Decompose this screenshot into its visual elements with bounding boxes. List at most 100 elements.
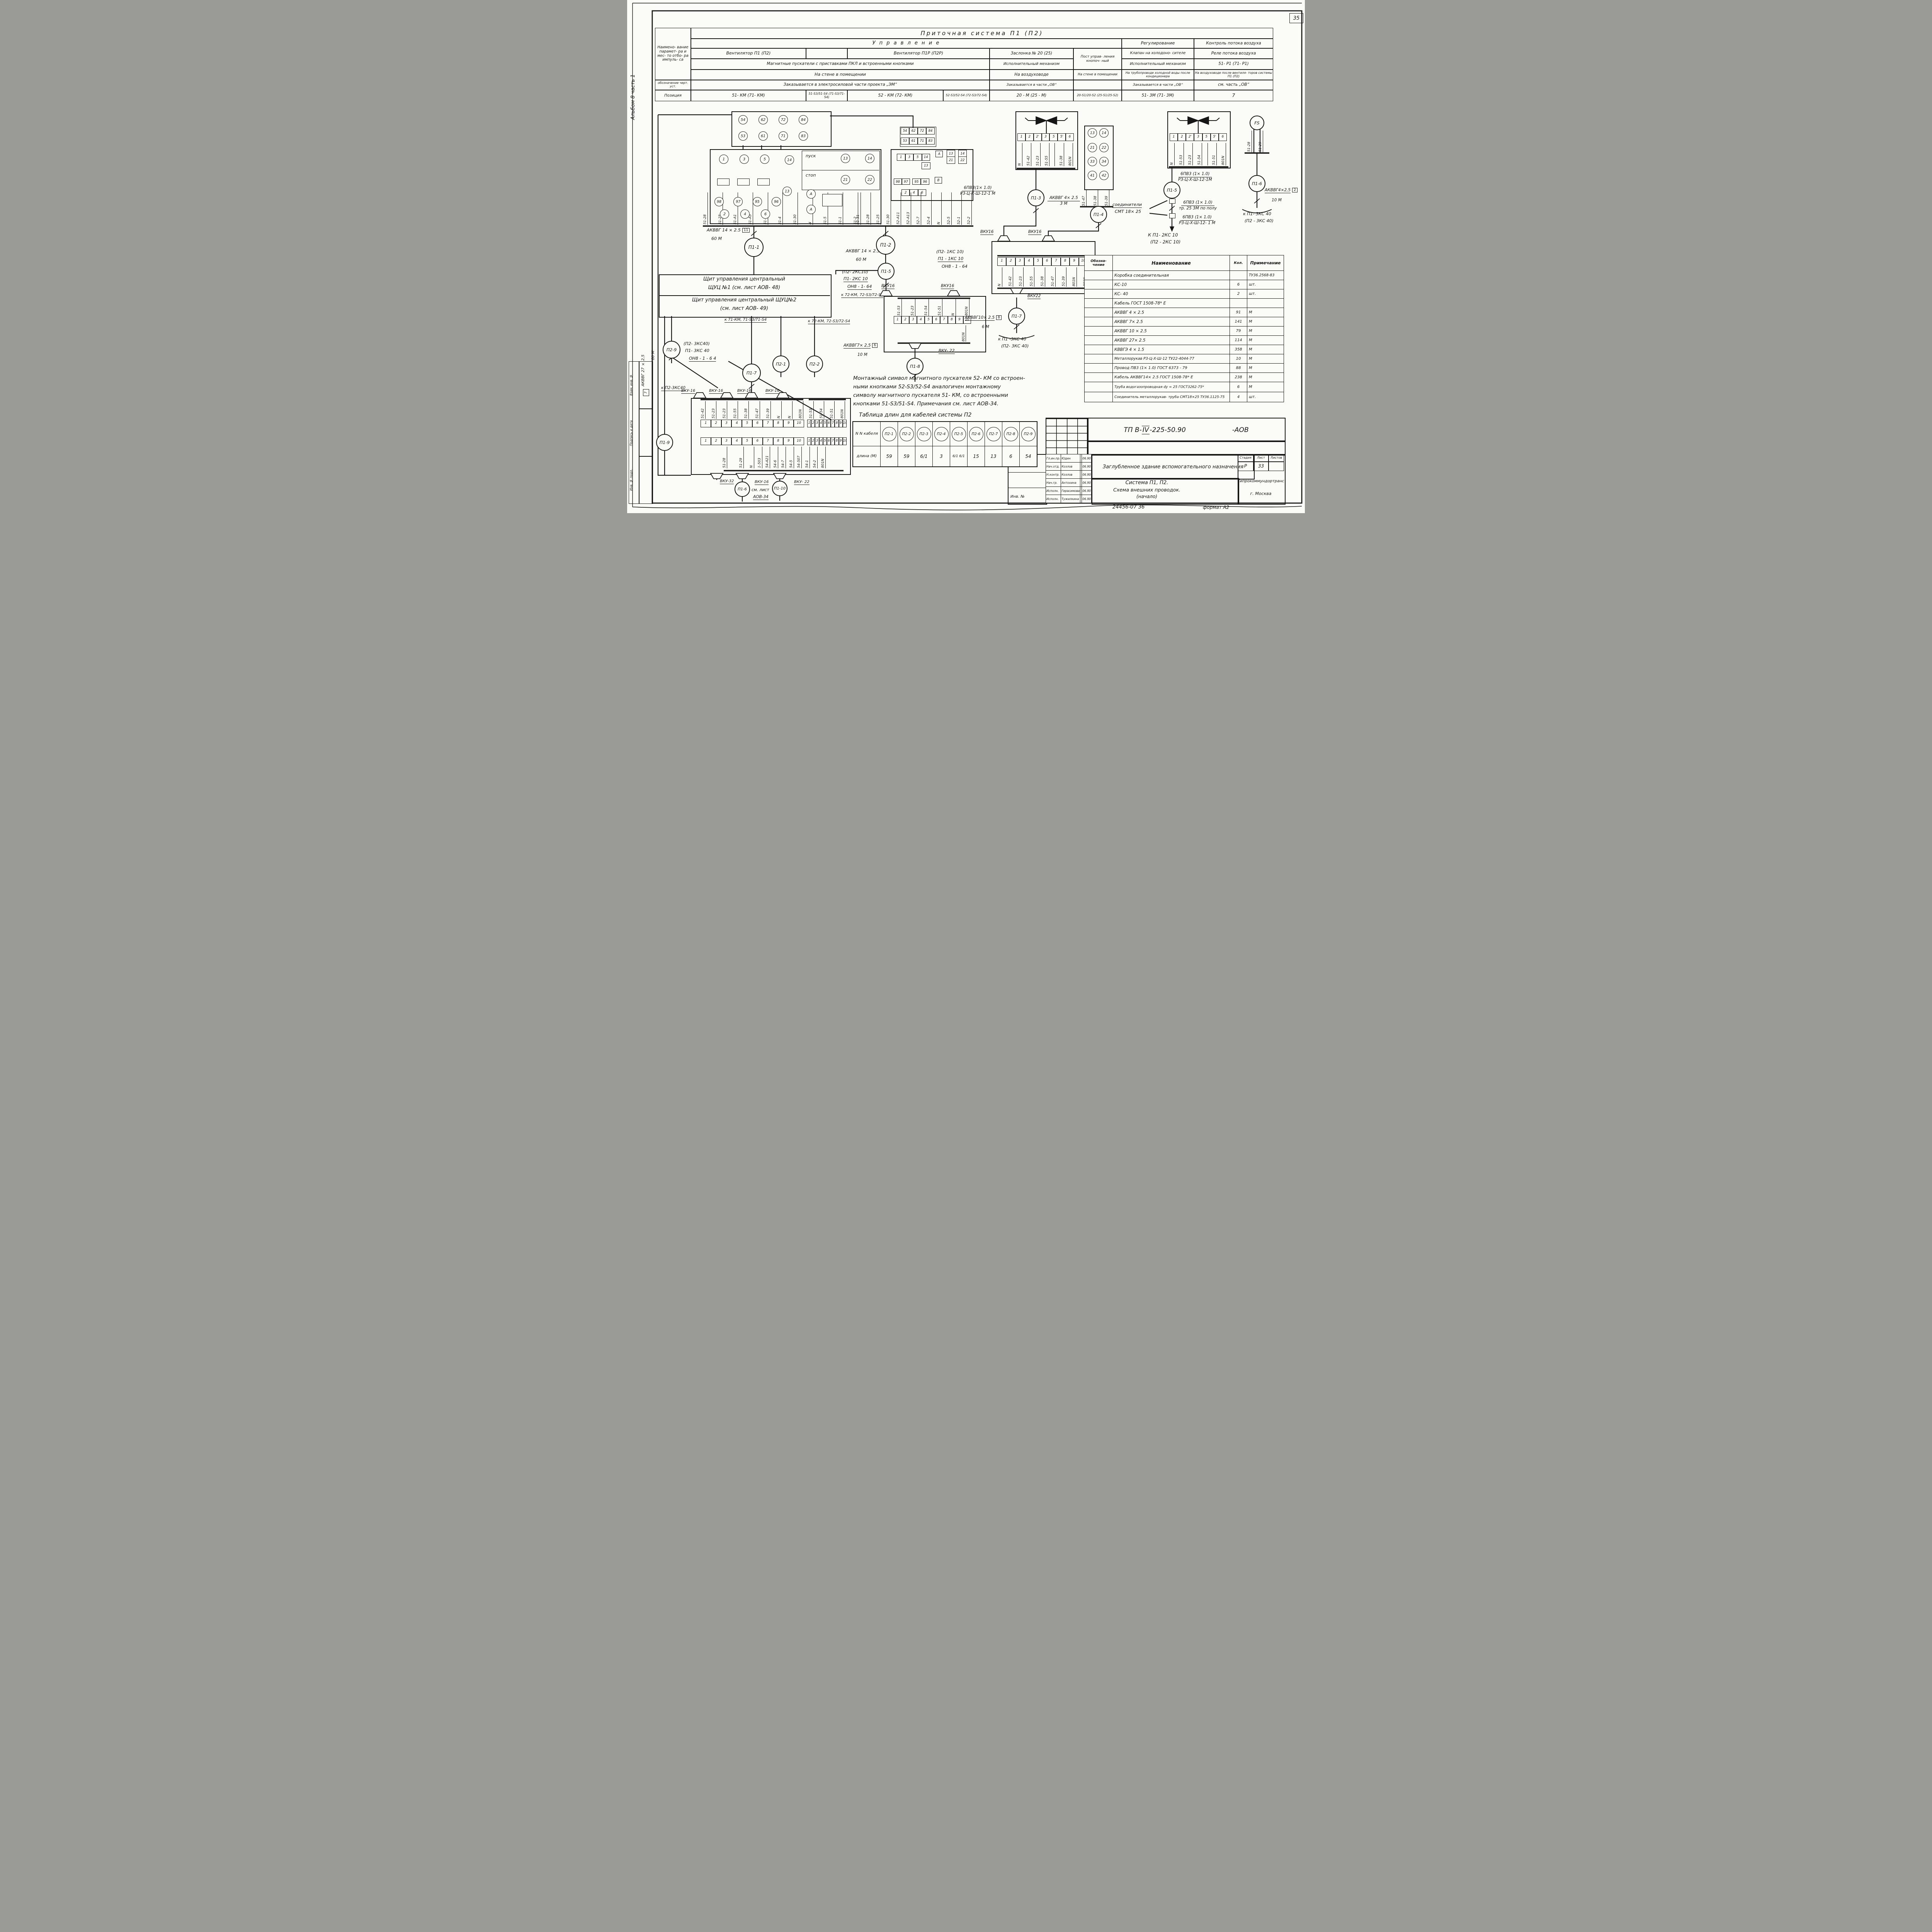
c1-kc1: (П2- 2КС10) — [842, 269, 868, 274]
stamp-podpis: Подпись и дата — [629, 420, 633, 446]
panel-line2: ЩУЦ №1 (см. лист АОВ- 48) — [708, 285, 781, 291]
mat-qty: 141 — [1230, 317, 1247, 327]
mat-note: М — [1247, 345, 1284, 354]
strip-terminal: 54 — [901, 128, 909, 134]
thermal-2 — [737, 179, 750, 185]
wire-label: 51-42 — [1009, 267, 1013, 287]
mat-qty: 88 — [1230, 363, 1247, 373]
sig-name: Герасимова — [1061, 486, 1081, 495]
node-p1-5-right: П1-5 — [1163, 182, 1180, 199]
c1-kc2-text: П1- 2КС 10 — [844, 276, 868, 282]
c2-cable-text: АКВВГ10× 2.5 — [965, 315, 995, 321]
valve-run3-top: 6ПВ3 (1× 1.0) — [1180, 215, 1214, 221]
terminal-cell: 9 — [956, 316, 963, 324]
cable-len-1: 59 — [881, 446, 898, 466]
panel-kc3-text: ОН8 - 1 - 6 4 — [689, 356, 716, 362]
mat-qty: 91 — [1230, 308, 1247, 317]
doc-empty-band — [1087, 440, 1286, 456]
terminal-cell: 7 — [831, 420, 835, 427]
sig-date: 06.90 — [1082, 486, 1092, 495]
terminal-cell: 1 — [1017, 133, 1026, 141]
pole-terminal: 4 — [740, 209, 750, 219]
panel-divider — [659, 295, 830, 296]
terminal-cell: 9 — [783, 437, 794, 445]
node-p1-7-mid: П1-7 — [1008, 308, 1025, 325]
mat-h4: Примечание — [1247, 255, 1284, 271]
aux-terminal: 95 — [752, 197, 762, 206]
aux-terminal: 96 — [771, 197, 781, 206]
node-p1-3: П1-3 — [1027, 189, 1044, 206]
cable-id: П2-9 — [1021, 427, 1036, 441]
wire-label — [1207, 143, 1208, 165]
cable-col-5: П2-5 — [950, 422, 968, 446]
wire-label: 51-51 — [1212, 143, 1217, 165]
valve-run3: 6ПВ3 (1× 1.0) Р3-Ц-Х-Ш-12- 1 М — [1179, 215, 1215, 226]
cable-51-ref: 11 — [742, 228, 750, 233]
mat-row: Соединитель металлорукав- труба СМТ18×25… — [1084, 392, 1284, 402]
album-label: Альбом 8 часть 1 — [630, 74, 636, 120]
terminal-cell: 3 — [815, 437, 819, 445]
wire-label: 54-5 — [789, 447, 794, 468]
stop-contact-21: 21 — [841, 175, 850, 184]
header-reg: Регулирование — [1122, 39, 1194, 48]
cable-table: N N кабеля П2-1 П2-2 П2-3 П2-4 П2-5 П2-6… — [852, 421, 1037, 467]
post-contact: 34 — [1099, 157, 1109, 166]
cable-id: П2-1 — [882, 427, 896, 441]
mat-note — [1247, 298, 1284, 308]
header-pos3: 52 - КМ (72- КМ) — [847, 90, 943, 101]
wire-label: 51-38 — [744, 401, 749, 419]
wire-label: 52-7 — [917, 192, 922, 225]
terminal-cell: 1 — [701, 420, 711, 427]
wire-label: 51-28 — [723, 447, 727, 468]
mat-qty: 79 — [1230, 326, 1247, 336]
boxb-vku16-text: ВКУ-16 — [755, 480, 769, 485]
strip-terminal: 3 — [905, 154, 913, 161]
cable-len-4: 3 — [933, 446, 950, 466]
panel-to71: к 71-КМ, 71-S3/71-S4 — [724, 318, 767, 323]
terminal-cell: 2 — [1025, 133, 1034, 141]
doc-roman: IV — [1141, 425, 1150, 434]
cable-id: П2-8 — [1003, 427, 1018, 441]
wire-label: 51-23 — [723, 401, 728, 419]
wire-label: 51-54 — [820, 401, 824, 419]
mat-note: М — [1247, 354, 1284, 364]
sig-role: Н.контр. — [1045, 470, 1061, 479]
c2-len: 6 М — [982, 325, 990, 329]
wire-label: 51-51 — [938, 299, 942, 316]
mat-name: Кабель АКВВГ14× 2.5 ГОСТ 1508-78* Е — [1112, 372, 1230, 382]
node-p1-6-right: П1-6 — [1248, 175, 1265, 192]
cable-len: 15 — [973, 454, 979, 459]
strip-terminal: 83 — [926, 138, 935, 145]
header-pos4: 52-S3/52-S4 (72-S3/72-S4) — [943, 90, 990, 101]
terminal-cell: 8 — [835, 420, 839, 427]
inv-label: Инв. № — [1010, 495, 1025, 499]
contact-terminal: 84 — [799, 115, 808, 124]
mat-qty: 238 — [1230, 372, 1247, 382]
header-loc2: На воздуховоде — [990, 70, 1073, 80]
header-loc5: На воздуховоде после вентиля- торов сист… — [1194, 70, 1273, 80]
mat-name: Соединитель металлорукав- труба СМТ18×25… — [1112, 392, 1230, 402]
terminal-cell: 9 — [838, 420, 843, 427]
header-kontr: Контроль потока воздуха — [1194, 39, 1273, 48]
sig-name: Тужилкина — [1061, 495, 1081, 503]
cable-len-2: 59 — [898, 446, 915, 466]
wire-label: 51-54 — [924, 299, 929, 316]
wire-label: 52-А11 — [896, 192, 901, 225]
header-post: Пост управ- ления кнопоч- ный — [1073, 48, 1122, 70]
mat-note: ТУ36.2568-83 — [1247, 270, 1284, 280]
terminal-cell: 6 — [752, 437, 763, 445]
contact-terminal: 53 — [738, 131, 748, 141]
fs-cable-ref: 2 — [1292, 188, 1298, 193]
cable-len: 59 — [903, 454, 910, 459]
c1-kc3: ОН8 - 1- 64 — [847, 284, 872, 290]
cable-len-8: 6 — [1002, 446, 1020, 466]
strip-terminal: 98 — [894, 179, 902, 185]
cable-len: 6 — [1009, 454, 1012, 459]
terminal-cell: 6 — [827, 420, 831, 427]
vku16-label-3: ВКУ-16 — [737, 389, 752, 394]
cable-col-3: П2-3 — [915, 422, 933, 446]
